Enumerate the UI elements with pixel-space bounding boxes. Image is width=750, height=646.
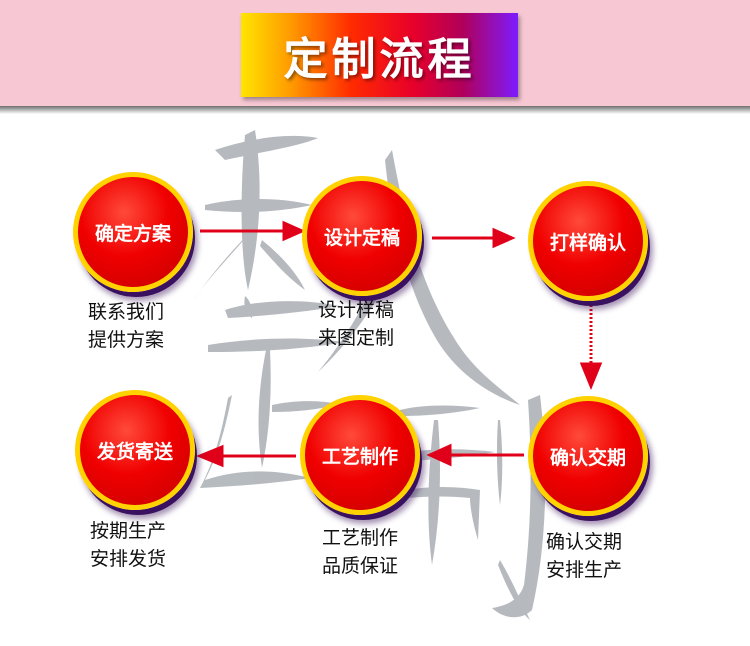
arrow-2-to-3 <box>432 227 516 249</box>
page-title: 定制流程 <box>283 34 476 85</box>
step-desc-confirm-delivery: 确认交期 安排生产 <box>546 528 622 584</box>
step-circle-shipping: 发货寄送 <box>75 390 195 510</box>
step-circle-confirm-plan: 确定方案 <box>73 172 193 292</box>
step-label: 发货寄送 <box>96 440 173 463</box>
desc-line: 安排发货 <box>90 548 167 570</box>
step-label: 确定方案 <box>94 222 171 245</box>
arrow-5-to-6 <box>196 444 296 468</box>
desc-line: 联系我们 <box>88 301 165 323</box>
step-label: 设计定稿 <box>323 226 400 249</box>
desc-line: 确认交期 <box>546 531 623 553</box>
step-desc-design-final: 设计样稿 来图定制 <box>318 296 394 352</box>
step-circle-craft-production: 工艺制作 <box>300 395 420 515</box>
desc-line: 提供方案 <box>88 329 165 351</box>
arrow-1-to-2 <box>200 220 306 242</box>
step-circle-design-final: 设计定稿 <box>302 176 422 296</box>
desc-line: 按期生产 <box>90 520 167 542</box>
step-circle-confirm-delivery: 确认交期 <box>528 396 648 516</box>
step-desc-confirm-plan: 联系我们 提供方案 <box>88 298 164 354</box>
desc-line: 安排生产 <box>546 559 623 581</box>
step-desc-craft-production: 工艺制作 品质保证 <box>322 524 398 580</box>
desc-line: 品质保证 <box>322 555 399 577</box>
arrow-3-to-4 <box>579 305 603 390</box>
arrow-4-to-5 <box>426 443 524 467</box>
step-label: 工艺制作 <box>321 445 398 468</box>
step-desc-shipping: 按期生产 安排发货 <box>90 517 166 573</box>
step-label: 确认交期 <box>549 446 626 469</box>
step-circle-sample-confirm: 打样确认 <box>528 181 648 301</box>
desc-line: 设计样稿 <box>318 299 395 321</box>
desc-line: 工艺制作 <box>322 527 399 549</box>
header-shadow <box>0 106 750 114</box>
title-box: 定制流程 <box>241 13 518 97</box>
desc-line: 来图定制 <box>318 327 395 349</box>
step-label: 打样确认 <box>549 231 626 254</box>
